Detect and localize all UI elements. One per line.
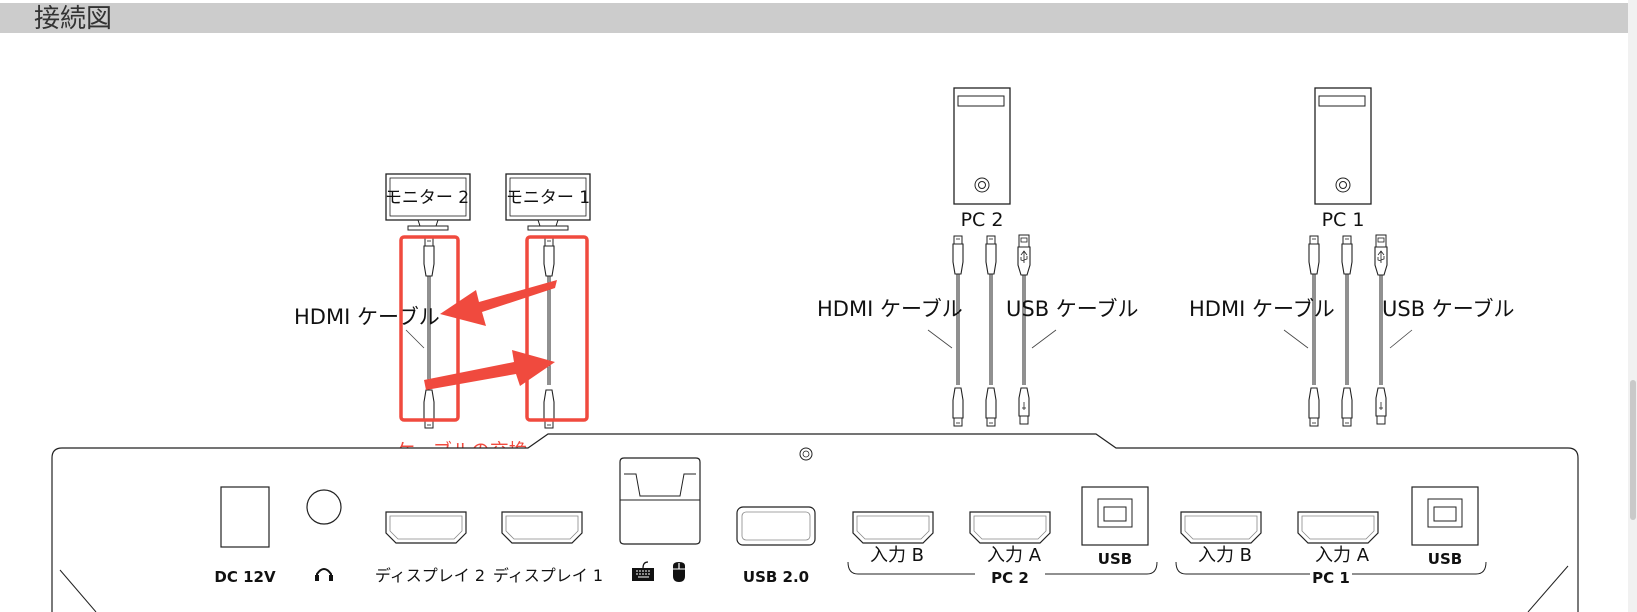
keyboard-icon [632,561,654,581]
pc-1-usb-label: USB [1428,550,1462,568]
pc-2-input-a-port [969,511,1051,544]
usb20-label: USB 2.0 [743,568,809,586]
pc-1-cables [1308,234,1388,427]
pc-1-group-bracket [1175,561,1487,575]
page-title: 接続図 [34,4,113,34]
pc-2-label: PC 2 [961,209,1004,231]
pc-1-tower: PC 1 [1314,87,1372,231]
hdmi-cable-label-pc-2: HDMI ケーブル [817,297,963,321]
highlight-box-monitor-1 [525,235,589,422]
monitor-2-hdmi-cable [423,237,435,429]
scrollbar-thumb[interactable] [1630,380,1636,520]
keyboard-mouse-usb-ports [619,457,701,545]
display-1-port [501,511,583,544]
monitor-1-hdmi-cable [543,237,555,429]
pc-1-input-b-label: 入力 B [1198,545,1252,566]
pc-2-usb-label: USB [1098,550,1132,568]
pc-1-input-a-label: 入力 A [1315,545,1370,566]
header-bar: 接続図 [0,3,1637,34]
pc-1-input-a-port [1297,511,1379,544]
hdmi-cable-label-pc-1: HDMI ケーブル [1189,297,1335,321]
swap-arrow-right [424,350,555,390]
headphone-icon [315,568,333,581]
scrollbar[interactable] [1628,0,1637,612]
pc-2-usb-b-port [1081,486,1149,546]
pc-2-input-a-label: 入力 A [987,545,1042,566]
pc-2-group-label: PC 2 [991,569,1029,587]
usb20-port [736,506,816,546]
display-1-label: ディスプレイ 1 [493,566,603,585]
pc-1-label: PC 1 [1322,209,1365,231]
monitor-2-label: モニター 2 [385,188,469,208]
pc-1-input-b-port [1180,511,1262,544]
pc-1-usb-b-port [1411,486,1479,546]
pc-2-group-bracket [847,561,1158,575]
pc-1-group-label: PC 1 [1312,569,1350,587]
pc-2-cables [952,234,1031,427]
usb-cable-label-pc-1: USB ケーブル [1382,297,1515,321]
monitor-1: モニター 1 [505,173,591,231]
pc-2-input-b-port [852,511,934,544]
pc-2-input-b-label: 入力 B [870,545,924,566]
usb-cable-label-pc-2: USB ケーブル [1006,297,1139,321]
monitor-1-label: モニター 1 [506,188,590,208]
mouse-icon [673,562,685,582]
audio-jack [306,489,342,525]
dc-power-label: DC 12V [214,568,276,586]
monitor-2: モニター 2 [385,173,471,231]
display-2-port [385,511,467,544]
pc-2-tower: PC 2 [953,87,1011,231]
hdmi-cable-label-monitors: HDMI ケーブル [294,305,440,329]
highlight-box-monitor-2 [399,235,460,422]
swap-arrow-left [440,280,557,326]
dc-power-port [220,486,270,548]
display-2-label: ディスプレイ 2 [375,566,485,585]
